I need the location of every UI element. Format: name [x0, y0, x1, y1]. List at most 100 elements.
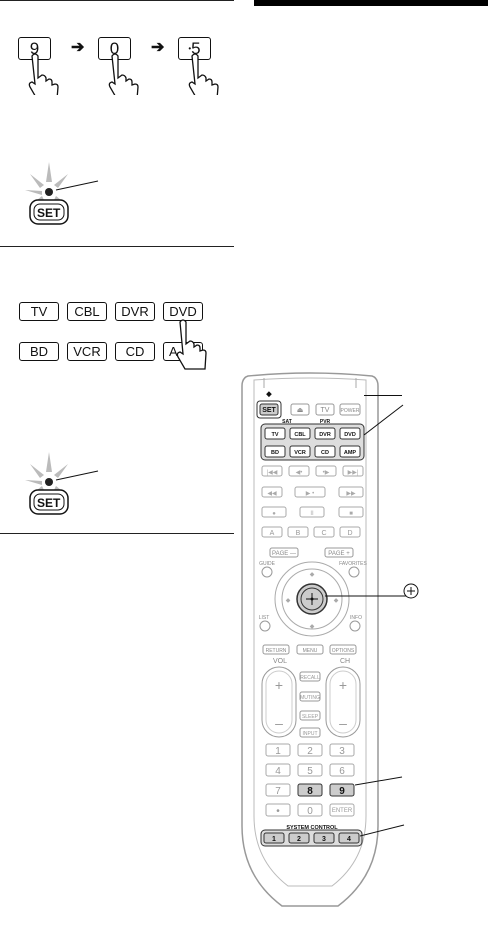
svg-text:PVR: PVR	[320, 419, 331, 425]
set-label-1: SET	[37, 206, 61, 220]
remote-set-key: SET	[262, 407, 276, 414]
svg-text:RECALL: RECALL	[300, 675, 320, 681]
svg-text:◆: ◆	[286, 598, 291, 604]
key-cbl: CBL	[67, 302, 107, 321]
remote-source-key-label: DVR	[319, 432, 331, 438]
key-dvr: DVR	[115, 302, 155, 321]
section-divider	[0, 246, 234, 247]
svg-text:LIST: LIST	[259, 615, 270, 621]
svg-text:■: ■	[349, 511, 353, 517]
remote-source-key-label: BD	[271, 450, 279, 456]
remote-source-key-label: TV	[271, 432, 278, 438]
remote-number-key-label: 5	[307, 766, 313, 777]
remote-number-key-label: 0	[307, 806, 313, 817]
svg-text:◀◀: ◀◀	[267, 491, 277, 497]
remote-source-key	[264, 427, 286, 440]
remote-number-key	[329, 803, 355, 817]
remote-system-key	[288, 832, 310, 844]
svg-text:VOL: VOL	[273, 658, 287, 665]
remote-source-key	[289, 445, 311, 458]
remote-number-key	[297, 763, 323, 777]
remote-number-key-label: 9	[339, 786, 345, 797]
svg-text:▶ •: ▶ •	[306, 491, 314, 497]
remote-number-key	[265, 783, 291, 797]
remote-color-key	[313, 526, 335, 538]
remote-number-key	[329, 763, 355, 777]
remote-number-key	[265, 803, 291, 817]
remote-source-key-label: CBL	[294, 432, 306, 438]
svg-text:II: II	[310, 511, 314, 517]
remote-color-key	[339, 526, 361, 538]
remote-source-key-label: DVD	[344, 432, 356, 438]
remote-system-key-label: 3	[322, 836, 326, 843]
remote-source-key-label: AMP	[344, 450, 357, 456]
svg-text:CH: CH	[340, 658, 350, 665]
svg-text:|◀◀: |◀◀	[267, 470, 278, 476]
remote-number-key-label: 7	[275, 786, 281, 797]
pressing-hand-icons	[28, 53, 219, 95]
svg-text:◆: ◆	[334, 598, 339, 604]
remote-system-key	[313, 832, 335, 844]
remote-number-key	[297, 743, 323, 757]
svg-text:TV: TV	[321, 407, 330, 414]
callout-set	[364, 395, 402, 396]
set-indicator-flash-1	[25, 162, 99, 225]
set-label-2: SET	[37, 496, 61, 510]
remote-color-key-label: C	[321, 530, 326, 537]
remote-source-key	[339, 445, 361, 458]
pressing-hand-icon	[176, 319, 207, 370]
svg-text:SYSTEM CONTROL: SYSTEM CONTROL	[286, 825, 338, 831]
remote-source-key	[339, 427, 361, 440]
section-divider	[0, 533, 234, 534]
remote-number-key	[265, 743, 291, 757]
svg-text:MUTING: MUTING	[300, 695, 320, 701]
svg-text:◆: ◆	[310, 624, 315, 630]
svg-text:SLEEP: SLEEP	[302, 714, 319, 720]
remote-number-key-label: 3	[339, 746, 345, 757]
remote-color-key-label: D	[347, 530, 352, 537]
remote-number-key-label: 1	[275, 746, 281, 757]
remote-number-key	[329, 743, 355, 757]
remote-number-key-label: 2	[307, 746, 313, 757]
remote-number-key	[297, 803, 323, 817]
svg-text:INFO: INFO	[350, 615, 362, 621]
svg-text:SAT: SAT	[282, 419, 292, 425]
svg-text:⏏: ⏏	[297, 407, 304, 414]
svg-text:–: –	[275, 715, 283, 731]
remote-source-key	[289, 427, 311, 440]
remote-system-key-label: 2	[297, 836, 301, 843]
remote-control-illustration: .rk { fill:#fff; stroke:#999; stroke-wid…	[241, 372, 379, 907]
arrow-right-icon: ➔	[151, 39, 165, 56]
svg-text:MENU: MENU	[303, 648, 318, 654]
remote-color-key	[261, 526, 283, 538]
remote-system-key	[263, 832, 285, 844]
key-bd: BD	[19, 342, 59, 361]
svg-text:◆: ◆	[310, 572, 315, 578]
remote-color-key	[287, 526, 309, 538]
svg-text:▶▶|: ▶▶|	[348, 470, 359, 476]
center-button-symbol-icon	[403, 583, 419, 599]
section-header-bar	[254, 0, 488, 6]
remote-number-key-label: 4	[275, 766, 281, 777]
remote-number-key	[265, 763, 291, 777]
callout-source-keys	[363, 404, 404, 436]
svg-text:FAVORITES: FAVORITES	[339, 561, 367, 567]
remote-number-key-label: •	[276, 806, 280, 817]
remote-number-key-label: 8	[307, 786, 313, 797]
top-divider	[0, 0, 234, 1]
callout-number-keys	[355, 776, 403, 786]
svg-text:•▶: •▶	[323, 470, 330, 476]
remote-source-key	[314, 427, 336, 440]
remote-number-key	[329, 783, 355, 797]
callout-system-control	[360, 824, 405, 837]
svg-text:PAGE +: PAGE +	[328, 551, 350, 557]
remote-source-key	[314, 445, 336, 458]
key-vcr: VCR	[67, 342, 107, 361]
remote-system-key-label: 1	[272, 836, 276, 843]
key-tv: TV	[19, 302, 59, 321]
arrow-right-icon: ➔	[71, 39, 85, 56]
remote-system-key	[338, 832, 360, 844]
svg-text:–: –	[339, 715, 347, 731]
svg-text:INPUT: INPUT	[303, 731, 318, 737]
remote-number-key-label: 6	[339, 766, 345, 777]
